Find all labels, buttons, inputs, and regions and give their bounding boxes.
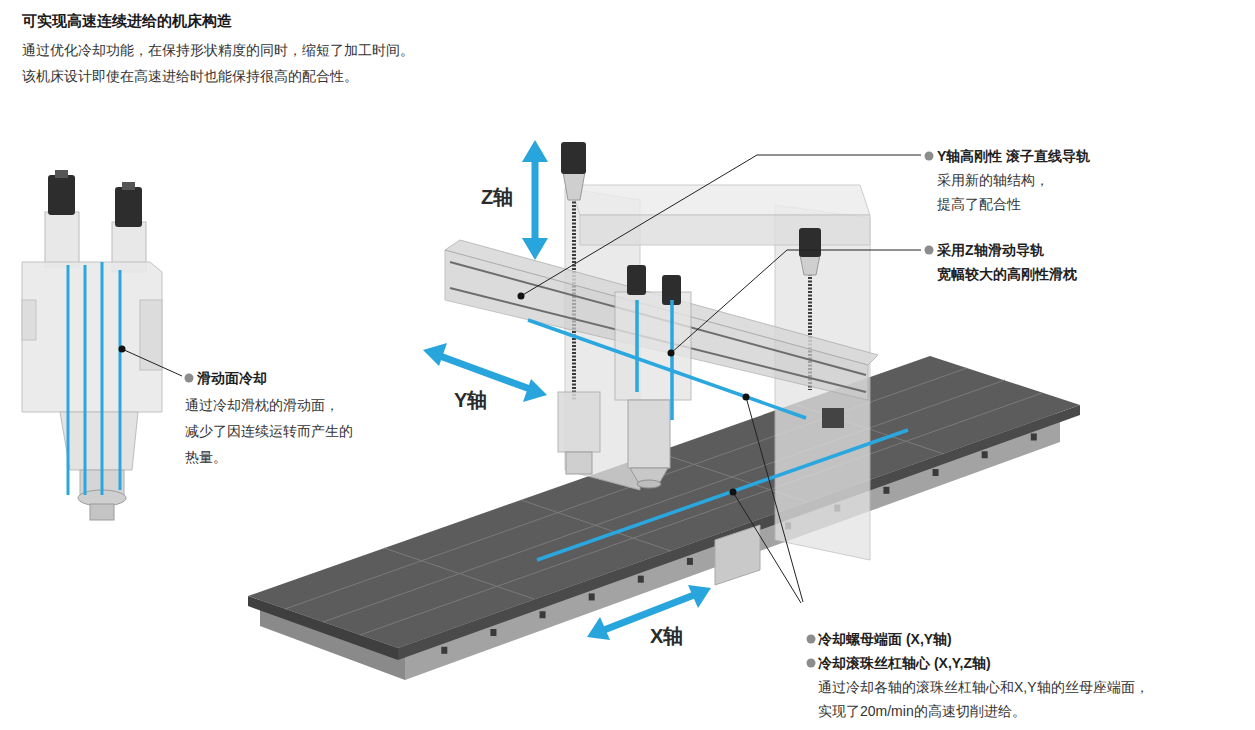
page-title: 可实现高速连续进给的机床构造 bbox=[22, 11, 232, 31]
cooling-lines bbox=[528, 300, 908, 560]
intro-text: 通过优化冷却功能，在保持形状精度的同时，缩短了加工时间。 bbox=[22, 40, 414, 60]
crossrail bbox=[445, 240, 878, 474]
leader-lines bbox=[521, 155, 921, 603]
bed-bolt bbox=[490, 629, 496, 636]
bed-bolt bbox=[687, 558, 693, 565]
ram-inset bbox=[22, 170, 182, 520]
intro-text: 该机床设计即使在高速进给时也能保持很高的配合性。 bbox=[22, 66, 358, 86]
ram bbox=[615, 265, 691, 488]
callout-body: 通过冷却滑枕的滑动面， 减少了因连续运转而产生的 热量。 bbox=[185, 392, 360, 470]
callout-heading: 冷却螺母端面 (X,Y轴) bbox=[818, 627, 952, 651]
bed-bolt bbox=[1031, 433, 1037, 440]
callout-body: 通过冷却各轴的滚珠丝杠轴心和X,Y轴的丝母座端面， 实现了20m/min的高速切… bbox=[818, 675, 1157, 723]
bed-bolt bbox=[883, 487, 889, 494]
callout-heading: Y轴高刚性 滚子直线导轨 bbox=[937, 144, 1090, 168]
bed-bolt bbox=[589, 593, 595, 600]
bed-bolt bbox=[638, 576, 644, 583]
callout-heading: 滑动面冷却 bbox=[197, 366, 267, 390]
callout-heading: 采用Z轴滑动导轨 宽幅较大的高刚性滑枕 bbox=[937, 238, 1085, 286]
bullet-dots bbox=[185, 152, 934, 668]
leader-dots bbox=[518, 293, 750, 496]
bed-bolt bbox=[441, 647, 447, 654]
axis-arrows bbox=[423, 140, 711, 640]
axis-label: Y轴 bbox=[454, 387, 487, 413]
bed-bolt bbox=[933, 469, 939, 476]
callout-body: 采用新的轴结构， 提高了配合性 bbox=[937, 168, 1063, 216]
callout-heading: 冷却滚珠丝杠轴心 (X,Y,Z轴) bbox=[818, 651, 991, 675]
machine-bed bbox=[248, 356, 1080, 680]
axis-label: Z轴 bbox=[481, 184, 513, 210]
axis-label: X轴 bbox=[650, 623, 683, 649]
bed-bolt bbox=[540, 611, 546, 618]
bed-bolt bbox=[982, 451, 988, 458]
